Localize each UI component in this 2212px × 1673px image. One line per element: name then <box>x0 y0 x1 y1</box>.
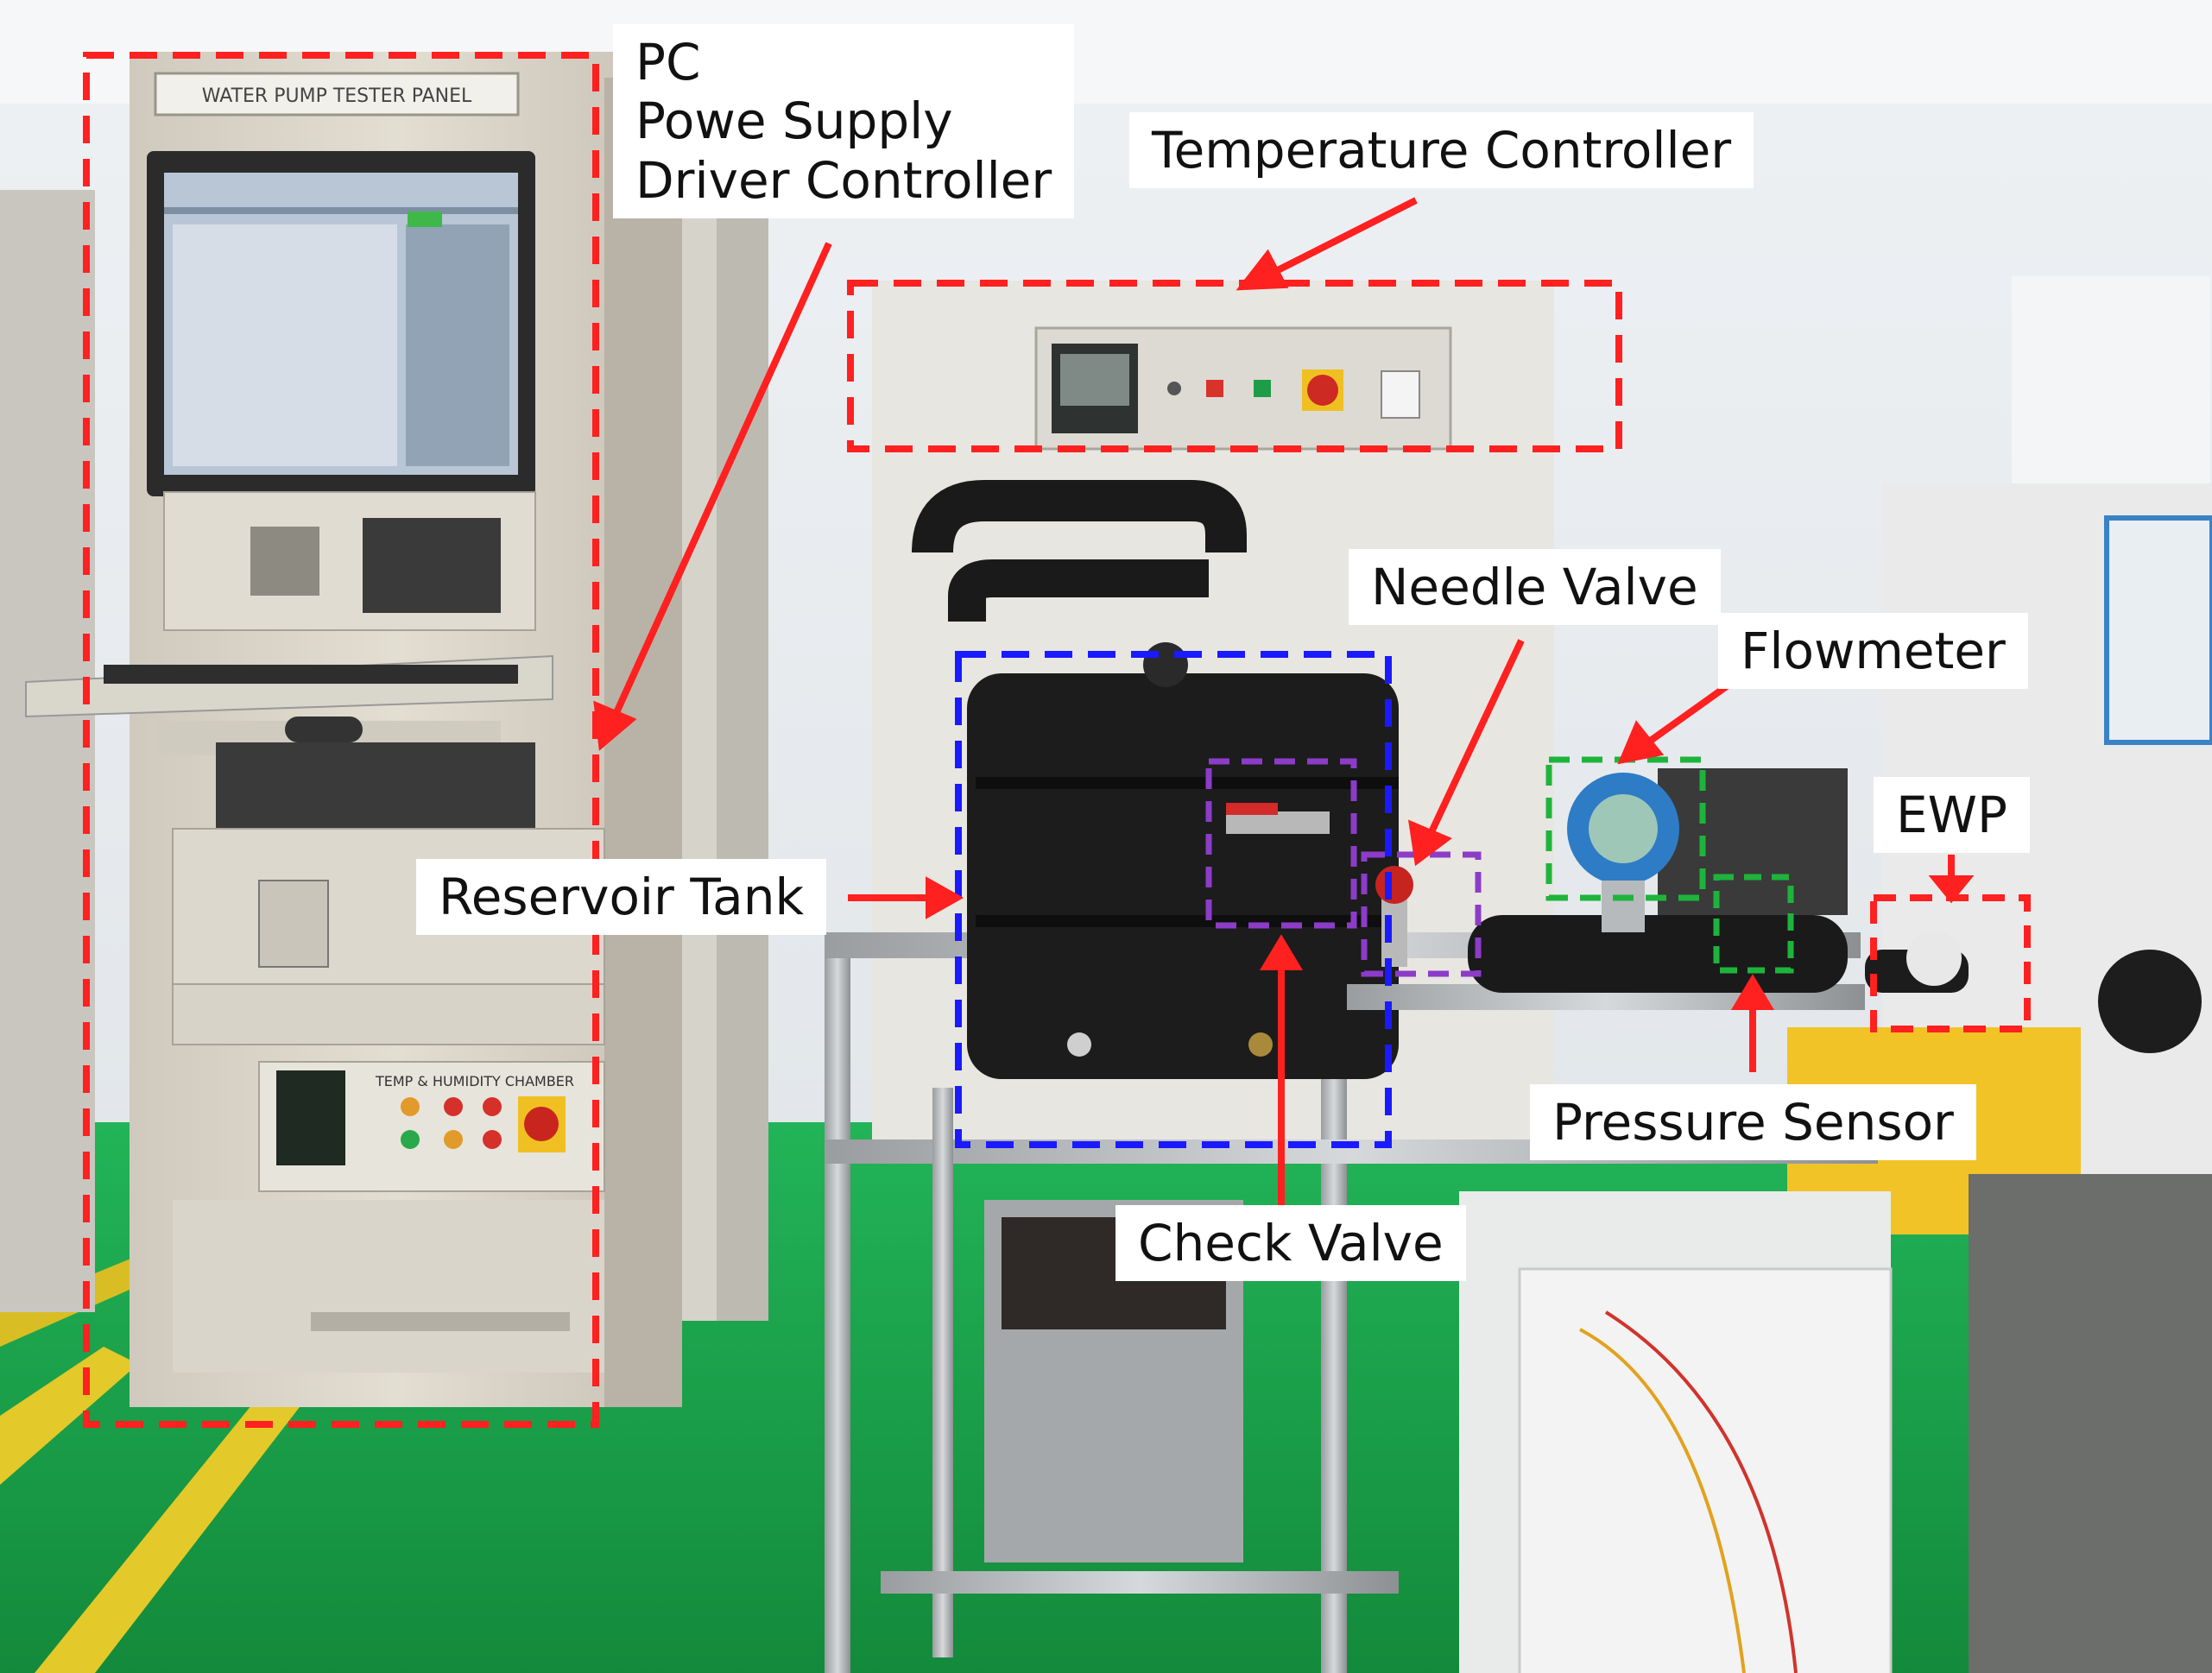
check-valve-box <box>1205 758 1357 929</box>
chamber-plate-text: TEMP & HUMIDITY CHAMBER <box>375 1073 574 1089</box>
label-check-valve: Check Valve <box>1115 1205 1466 1282</box>
reservoir-tank-box <box>955 651 1392 1148</box>
annotation-arrows <box>593 197 1975 1205</box>
flowmeter-device <box>1567 773 1679 932</box>
temperature-controller-box <box>847 280 1622 452</box>
pressure-sensor-box <box>1713 874 1794 974</box>
pc-region-box <box>83 52 599 1428</box>
label-flowmeter: Flowmeter <box>1718 613 2028 690</box>
label-power-supply: Powe Supply <box>635 92 953 151</box>
label-pc: PC <box>635 33 701 92</box>
label-reservoir-tank: Reservoir Tank <box>416 859 827 936</box>
yellow-floor-line <box>35 1364 319 1673</box>
label-temperature-controller: Temperature Controller <box>1129 112 1754 189</box>
reservoir-tank <box>912 480 1399 1079</box>
label-pc-group: PC Powe Supply Driver Controller <box>613 24 1075 219</box>
label-ewp: EWP <box>1874 777 2030 854</box>
label-pressure-sensor: Pressure Sensor <box>1530 1084 1976 1161</box>
label-driver-controller: Driver Controller <box>635 150 1052 210</box>
tester-cabinet: WATER PUMP TESTER PANEL TEMP & HUMIDITY … <box>25 52 682 1407</box>
panel-plate-text: WATER PUMP TESTER PANEL <box>202 85 472 107</box>
needle-valve-box <box>1361 851 1482 977</box>
label-needle-valve: Needle Valve <box>1349 549 1721 626</box>
